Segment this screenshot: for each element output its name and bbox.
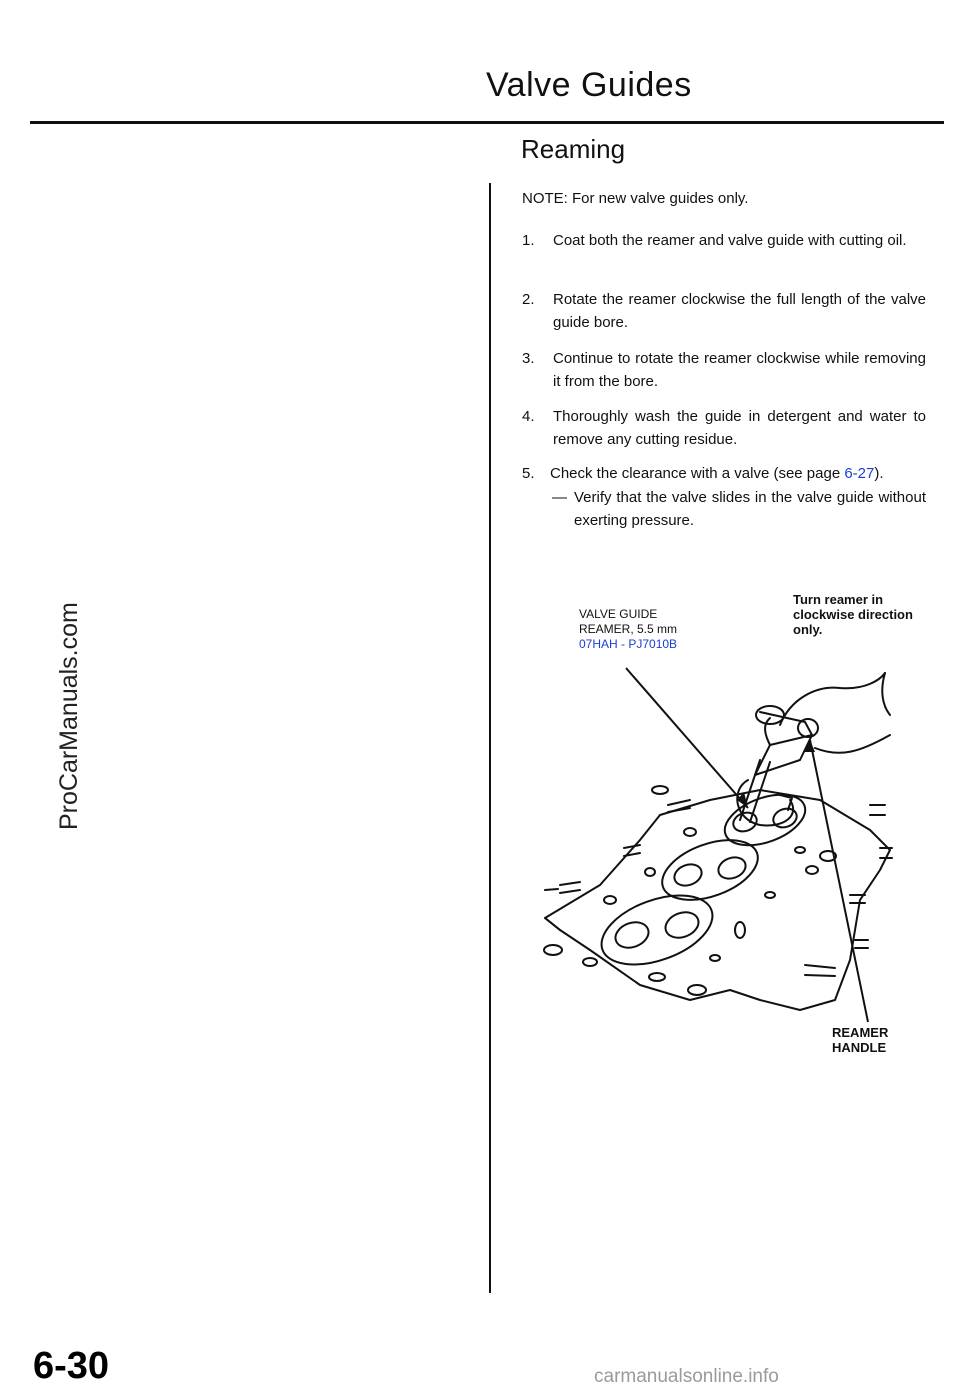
tool-label: VALVE GUIDE REAMER, 5.5 mm 07HAH - PJ701… [579,607,677,652]
handle-label-line1: REAMER [832,1025,889,1040]
page-link[interactable]: 6-27 [844,465,875,482]
step-4: 4. Thoroughly wash the guide in detergen… [522,405,926,451]
turn-label: Turn reamer in clockwise direction only. [793,592,913,637]
turn-label-line1: Turn reamer in [793,592,884,607]
turn-label-line2: clockwise direction [793,607,913,622]
step-text: Continue to rotate the reamer clockwise … [553,350,926,390]
page-title: Valve Guides [486,66,692,104]
substep-text: Verify that the valve slides in the valv… [574,489,926,529]
step-number: 3. [522,350,535,367]
note-text: NOTE: For new valve guides only. [522,190,749,207]
handle-label-line2: HANDLE [832,1040,887,1055]
step-text: Thoroughly wash the guide in detergent a… [553,408,926,448]
footer-watermark: carmanualsonline.info [594,1366,779,1387]
step-number: 5. [522,465,535,482]
tool-label-line1: VALVE GUIDE [579,607,658,621]
column-divider [489,183,491,1293]
step-5: 5. Check the clearance with a valve (see… [522,462,942,485]
page-number: 6-30 [33,1345,110,1387]
step-number: 4. [522,408,535,425]
section-heading: Reaming [521,134,626,164]
sidebar-watermark: ProCarManuals.com [55,602,83,830]
turn-label-line3: only. [793,622,823,637]
step-text: Coat both the reamer and valve guide wit… [553,232,907,249]
step-1: 1. Coat both the reamer and valve guide … [522,229,926,252]
step-number: 2. [522,291,535,308]
step-3: 3. Continue to rotate the reamer clockwi… [522,347,926,393]
step-2: 2. Rotate the reamer clockwise the full … [522,288,926,334]
tool-part-number: 07HAH - PJ7010B [579,637,678,651]
step-text: Check the clearance with a valve (see pa… [550,465,845,482]
substep: — Verify that the valve slides in the va… [552,486,926,532]
handle-label: REAMER HANDLE [832,1025,888,1055]
step-text-end: ). [874,465,884,482]
step-text: Rotate the reamer clockwise the full len… [553,291,926,331]
title-rule [30,121,944,124]
tool-label-line2: REAMER, 5.5 mm [579,622,678,636]
substep-dash: — [552,489,567,506]
step-number: 1. [522,232,535,249]
